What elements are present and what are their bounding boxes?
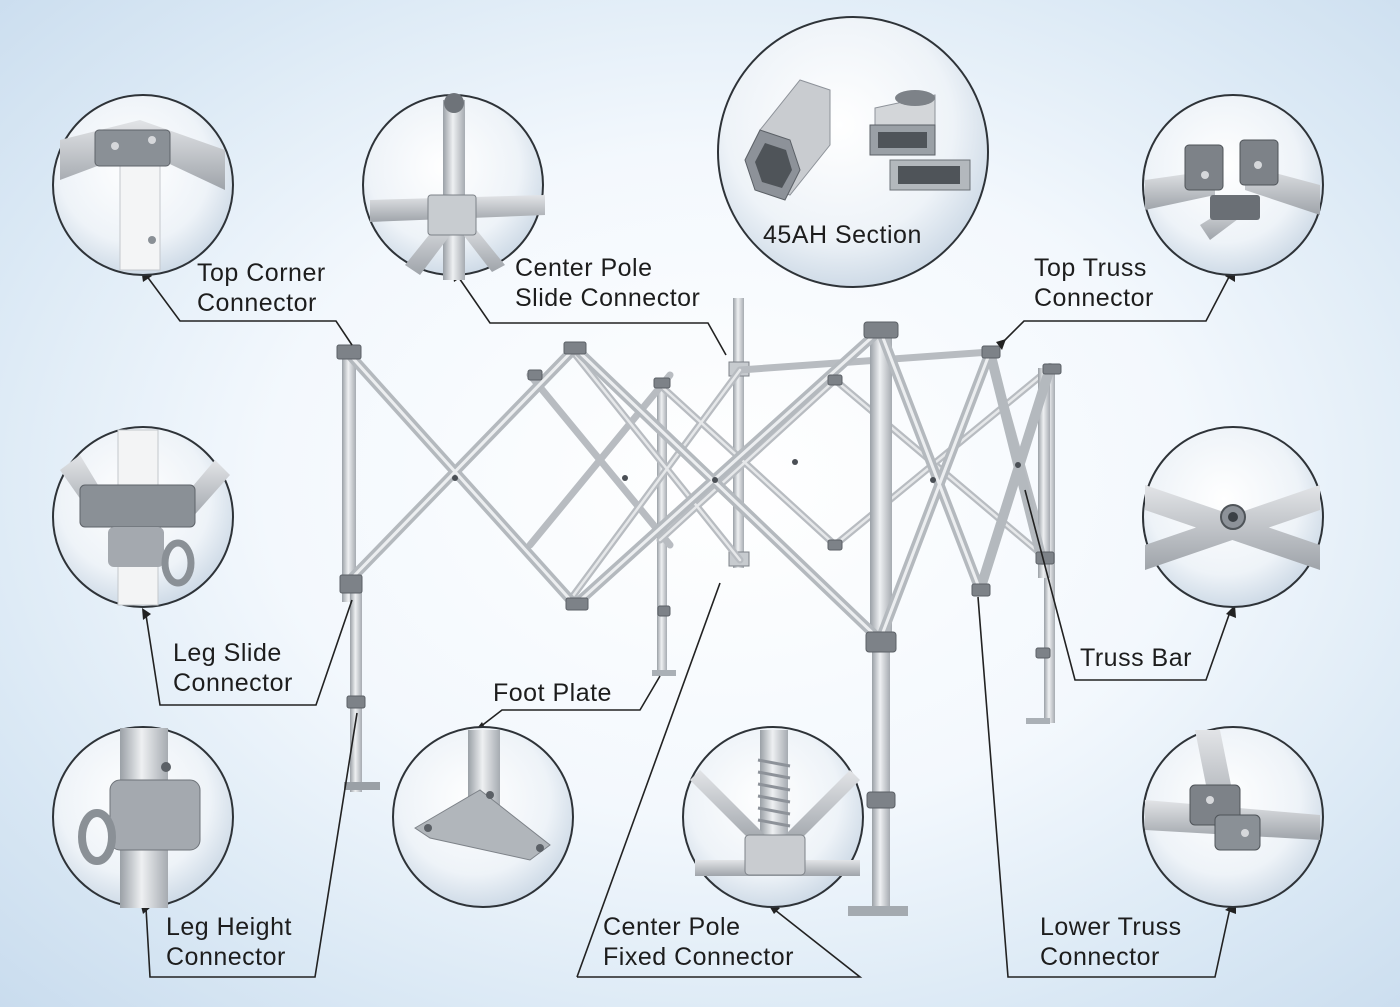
label-line: Slide Connector	[515, 284, 701, 312]
section-detail	[717, 16, 989, 288]
mid-right-leg	[1038, 368, 1050, 578]
label-line: Center Pole	[603, 913, 741, 941]
leader-lines	[145, 274, 1231, 978]
label-line: Connector	[1034, 284, 1154, 312]
center-pole	[728, 298, 750, 568]
top-truss-connector-label: Top Truss Connector	[1034, 253, 1154, 313]
leg-height-connector-label: Leg Height Connector	[166, 912, 292, 972]
label-line: Leg Slide	[173, 639, 282, 667]
pivot-bolts	[452, 459, 1021, 483]
label-line: Top Corner	[197, 259, 326, 287]
front-trusses	[345, 325, 1055, 645]
center-pole-fixed-connector-label: Center Pole Fixed Connector	[603, 912, 794, 972]
center-pole-fixed-detail	[682, 726, 864, 908]
label-line: Connector	[173, 669, 293, 697]
label-line: Fixed Connector	[603, 943, 794, 971]
label-line: Connector	[197, 289, 317, 317]
lower-truss-connector-label: Lower Truss Connector	[1040, 912, 1182, 972]
front-right-leg	[848, 330, 908, 916]
top-corner-connector-detail	[52, 94, 234, 276]
label-line: Connector	[1040, 943, 1160, 971]
label-line: Leg Height	[166, 913, 292, 941]
tent-frame	[336, 298, 1062, 916]
leg-slide-connector-label: Leg Slide Connector	[173, 638, 293, 698]
label-line: Truss Bar	[1080, 644, 1192, 672]
top-truss-connector-detail	[1142, 94, 1324, 276]
leg-slide-connector-detail	[52, 426, 234, 608]
center-pole-slide-connector-label: Center Pole Slide Connector	[515, 253, 700, 313]
center-pole-slide-detail	[362, 93, 545, 280]
label-line: Connector	[166, 943, 286, 971]
truss-bar-label: Truss Bar	[1080, 643, 1192, 673]
leg-height-connector-detail	[52, 726, 234, 908]
label-line: Top Truss	[1034, 254, 1147, 282]
label-line: Foot Plate	[493, 679, 612, 707]
label-line: Center Pole	[515, 254, 653, 282]
foot-plate-detail	[392, 726, 574, 908]
label-line: Lower Truss	[1040, 913, 1182, 941]
frame-connectors	[336, 321, 1062, 809]
label-line: 45AH Section	[763, 221, 922, 249]
top-corner-connector-label: Top Corner Connector	[197, 258, 326, 318]
foot-plate-label: Foot Plate	[493, 678, 612, 708]
truss-bar-detail	[1142, 426, 1324, 608]
section-label: 45AH Section	[763, 220, 922, 250]
lower-truss-connector-detail	[1142, 726, 1324, 908]
